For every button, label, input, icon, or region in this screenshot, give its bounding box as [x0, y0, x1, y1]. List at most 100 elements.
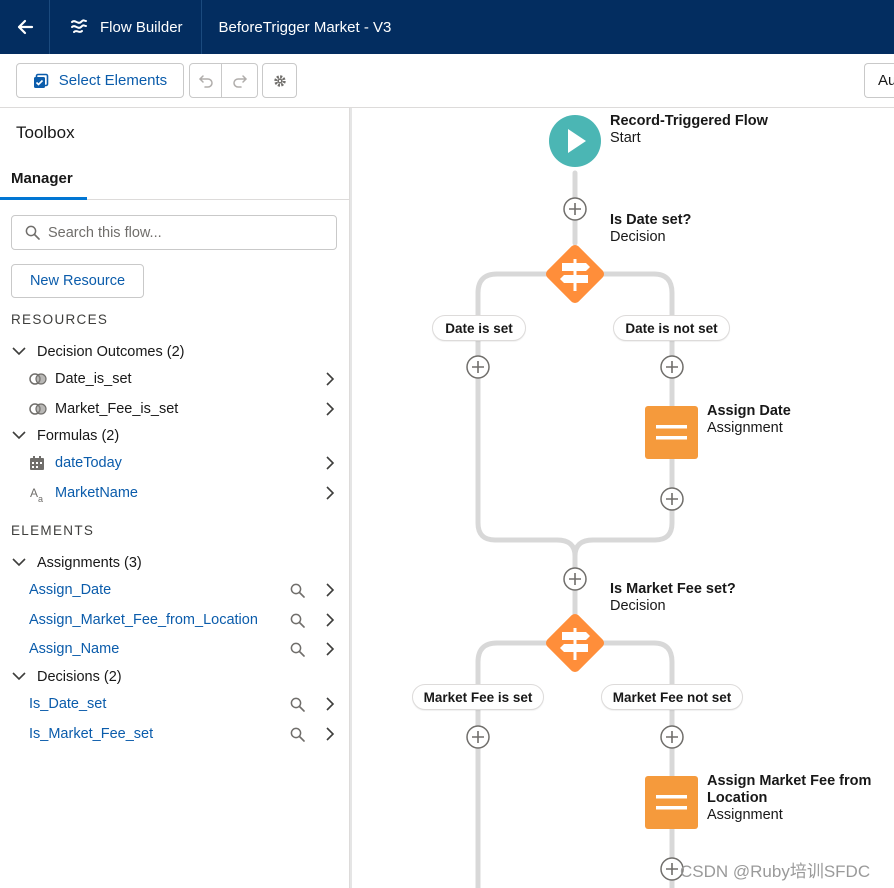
toolbox-tabs: Manager [0, 158, 350, 200]
connector-lines [475, 170, 675, 888]
outcome-pill-date-is-not-set[interactable]: Date is not set [613, 315, 730, 341]
toolbox-title: Toolbox [16, 123, 75, 142]
flow-canvas[interactable]: Record-Triggered Flow Start Is Date set?… [352, 108, 894, 888]
tab-manager[interactable]: Manager [0, 158, 87, 200]
flow-title: BeforeTrigger Market - V3 [218, 18, 392, 36]
assignment-node[interactable] [645, 776, 698, 829]
element-item[interactable]: Is_Market_Fee_set [0, 720, 350, 748]
assign1-label: Assign Date Assignment [707, 403, 791, 437]
search-icon[interactable] [290, 727, 305, 742]
chevron-right-icon [326, 372, 335, 386]
search-icon[interactable] [290, 613, 305, 628]
add-element-button[interactable] [466, 725, 490, 749]
svg-text:A: A [30, 486, 38, 500]
decision1-label: Is Date set? Decision [610, 212, 691, 246]
decision2-name: Is Market Fee set? [610, 581, 736, 597]
add-element-button[interactable] [660, 487, 684, 511]
chevron-right-icon [326, 613, 335, 627]
equals-icon [656, 425, 687, 429]
resource-item[interactable]: Market_Fee_is_set [0, 395, 350, 423]
group-decision-outcomes[interactable]: Decision Outcomes (2) [0, 338, 350, 366]
resource-link[interactable]: MarketName [55, 485, 138, 501]
equals-icon [656, 795, 687, 799]
group-decisions[interactable]: Decisions (2) [0, 663, 350, 691]
search-box[interactable] [11, 215, 337, 250]
search-icon [25, 225, 40, 240]
element-link[interactable]: Assign_Market_Fee_from_Location [29, 612, 258, 628]
outcome-icon [29, 403, 47, 415]
group-label: Formulas (2) [37, 428, 120, 444]
decision2-label: Is Market Fee set? Decision [610, 581, 736, 615]
resource-label: Market_Fee_is_set [55, 401, 179, 417]
element-item[interactable]: Assign_Market_Fee_from_Location [0, 606, 350, 634]
assignment-node[interactable] [645, 406, 698, 459]
search-input[interactable] [48, 224, 318, 241]
assign2-name-line1: Assign Market Fee from [707, 773, 872, 789]
search-icon[interactable] [290, 697, 305, 712]
add-element-button[interactable] [660, 857, 684, 881]
add-element-button[interactable] [660, 725, 684, 749]
panel-resize-handle[interactable] [350, 108, 352, 888]
back-button[interactable] [0, 0, 50, 54]
settings-button[interactable] [262, 63, 297, 98]
element-link[interactable]: Assign_Date [29, 582, 112, 598]
elements-heading: ELEMENTS [11, 523, 95, 538]
top-bar: Flow Builder BeforeTrigger Market - V3 [0, 0, 894, 54]
redo-button[interactable] [222, 63, 258, 98]
chevron-right-icon [326, 642, 335, 656]
chevron-right-icon [326, 402, 335, 416]
search-icon[interactable] [290, 583, 305, 598]
select-elements-button[interactable]: Select Elements [16, 63, 184, 98]
chevron-right-icon [326, 583, 335, 597]
decision1-name: Is Date set? [610, 212, 692, 228]
new-resource-button[interactable]: New Resource [11, 264, 144, 298]
outcome-pill-market-fee-not-set[interactable]: Market Fee not set [601, 684, 743, 710]
gear-icon [273, 74, 286, 87]
resources-heading: RESOURCES [11, 312, 109, 327]
add-element-button[interactable] [466, 355, 490, 379]
layout-auto-button[interactable]: Au [864, 63, 894, 98]
decision-signpost-icon [560, 259, 590, 291]
element-link[interactable]: Is_Market_Fee_set [29, 726, 154, 742]
decision-node[interactable] [538, 237, 612, 311]
add-element-button[interactable] [660, 355, 684, 379]
undo-icon [198, 74, 213, 88]
chevron-right-icon [326, 727, 335, 741]
resource-label: Date_is_set [55, 371, 132, 387]
watermark: CSDN @Ruby培训SFDC [680, 862, 871, 881]
add-element-button[interactable] [563, 197, 587, 221]
group-label: Decision Outcomes (2) [37, 344, 185, 360]
group-formulas[interactable]: Formulas (2) [0, 422, 350, 450]
chevron-right-icon [326, 697, 335, 711]
group-assignments[interactable]: Assignments (3) [0, 549, 350, 577]
element-item[interactable]: Is_Date_set [0, 690, 350, 718]
select-elements-label: Select Elements [58, 72, 168, 89]
start-node-label: Record-Triggered Flow Start [610, 113, 768, 147]
element-item[interactable]: Assign_Name [0, 635, 350, 663]
element-link[interactable]: Is_Date_set [29, 696, 107, 712]
toolbox-panel: Toolbox Manager New Resource RESOURCES D… [0, 108, 350, 888]
search-icon[interactable] [290, 642, 305, 657]
element-item[interactable]: Assign_Date [0, 576, 350, 604]
start-node[interactable] [549, 115, 601, 167]
chevron-right-icon [326, 486, 335, 500]
arrow-left-icon [17, 19, 33, 35]
undo-button[interactable] [189, 63, 222, 98]
decision1-type: Decision [610, 229, 666, 245]
resource-link[interactable]: dateToday [55, 455, 122, 471]
app-name: Flow Builder [100, 18, 183, 36]
app-title: Flow Builder [50, 0, 202, 54]
outcome-pill-market-fee-is-set[interactable]: Market Fee is set [412, 684, 544, 710]
add-element-button[interactable] [563, 567, 587, 591]
redo-icon [232, 74, 247, 88]
element-link[interactable]: Assign_Name [29, 641, 120, 657]
start-node-name: Record-Triggered Flow [610, 113, 768, 129]
chevron-down-icon [12, 347, 26, 356]
resource-item[interactable]: dateToday [0, 449, 350, 477]
resource-item[interactable]: Date_is_set [0, 365, 350, 393]
decision-node[interactable] [538, 606, 612, 680]
assign1-type: Assignment [707, 420, 783, 436]
outcome-pill-date-is-set[interactable]: Date is set [432, 315, 526, 341]
